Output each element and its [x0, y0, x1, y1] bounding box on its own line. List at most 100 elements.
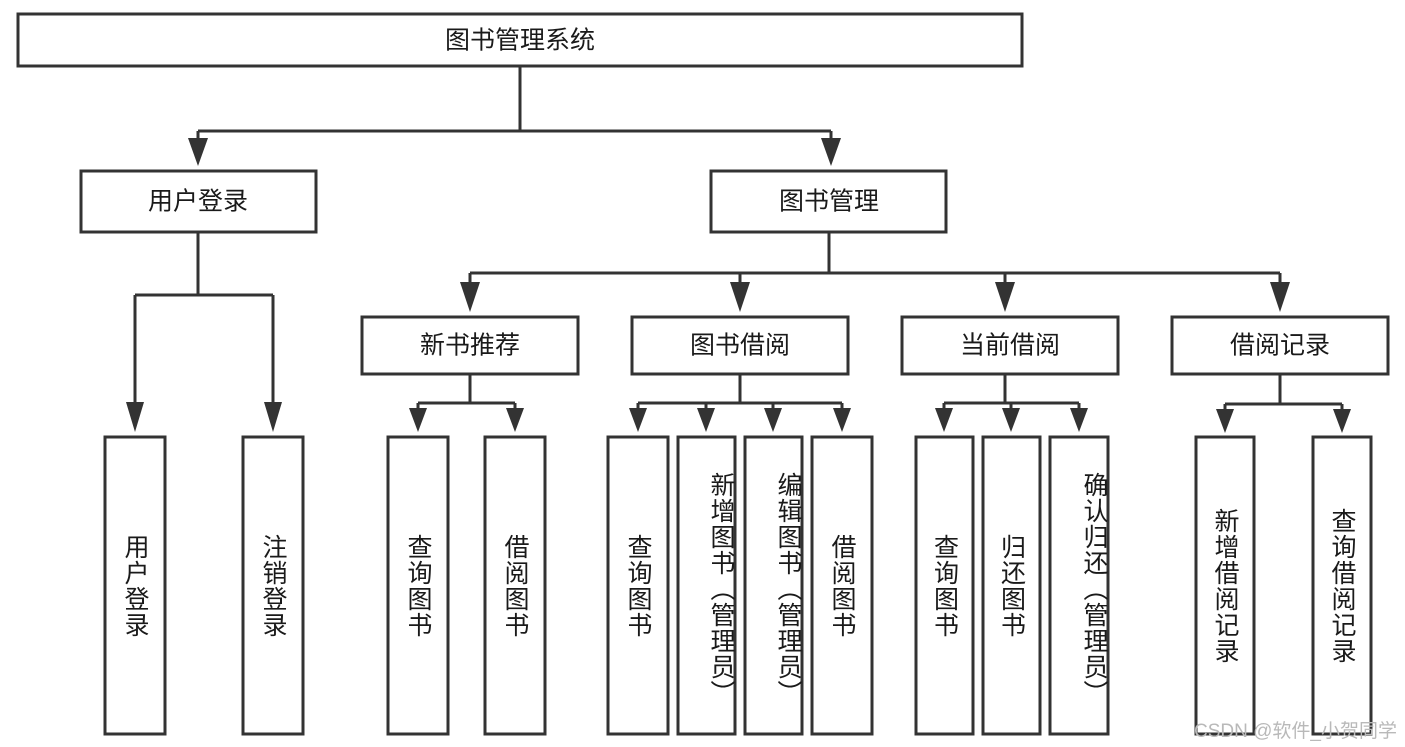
- node-label-leaf-query-book-current: 查询图书: [930, 533, 959, 638]
- arrow-head-leaf-edit-book-admin: [764, 408, 782, 432]
- node-label-leaf-add-borrow-record: 新增借阅记录: [1211, 507, 1239, 664]
- label-wrap-leaf-user-login: 用户登录: [121, 533, 149, 638]
- arrow-head-leaf-confirm-return-admin: [1070, 408, 1088, 432]
- node-book-manage[interactable]: 图书管理: [709, 169, 948, 234]
- node-box-leaf-query-book-borrow[interactable]: [606, 435, 670, 736]
- node-box-current-borrow[interactable]: [900, 315, 1120, 376]
- node-label-leaf-user-login: 用户登录: [121, 533, 149, 638]
- node-label-user-login: 用户登录: [148, 188, 248, 216]
- node-leaf-return-book[interactable]: [981, 435, 1042, 736]
- arrow-head-leaf-return-book: [1002, 408, 1020, 432]
- node-box-borrow-record[interactable]: [1170, 315, 1390, 376]
- label-wrap-leaf-borrow-book: 借阅图书: [828, 533, 856, 638]
- node-leaf-add-book-admin[interactable]: [676, 435, 737, 736]
- node-box-leaf-borrow-book[interactable]: [810, 435, 874, 736]
- node-label-leaf-query-book-borrow: 查询图书: [624, 533, 652, 638]
- arrow-head-leaf-borrow-book-rec: [506, 408, 524, 432]
- node-label-leaf-return-book: 归还图书: [997, 533, 1026, 638]
- edge-group-borrow-record-to-leaves: [1216, 374, 1351, 433]
- node-leaf-add-borrow-record[interactable]: [1194, 435, 1256, 736]
- node-leaf-confirm-return-admin[interactable]: [1048, 435, 1110, 736]
- node-book-borrow[interactable]: 图书借阅: [630, 315, 850, 376]
- arrow-head-leaf-logout-login: [264, 402, 282, 432]
- node-label-leaf-query-borrow-record: 查询借阅记录: [1328, 507, 1356, 664]
- label-wrap-leaf-return-book: 归还图书: [997, 533, 1026, 638]
- node-label-leaf-add-book-admin: 新增图书（管理员）: [707, 471, 735, 706]
- arrow-head-borrow-record: [1270, 282, 1290, 312]
- node-system-root[interactable]: 图书管理系统: [16, 12, 1024, 68]
- node-label-current-borrow: 当前借阅: [960, 332, 1060, 360]
- node-label-leaf-confirm-return-admin: 确认归还（管理员）: [1080, 471, 1108, 706]
- node-box-leaf-edit-book-admin[interactable]: [743, 435, 804, 736]
- arrow-head-leaf-add-book-admin: [697, 408, 715, 432]
- arrow-head-leaf-query-book-current: [935, 408, 953, 432]
- node-box-book-borrow[interactable]: [630, 315, 850, 376]
- node-box-leaf-query-book-current[interactable]: [914, 435, 975, 736]
- label-wrap-leaf-logout-login: 注销登录: [259, 533, 287, 638]
- node-label-leaf-logout-login: 注销登录: [259, 533, 287, 638]
- label-wrap-leaf-edit-book-admin: 编辑图书（管理员）: [774, 471, 802, 706]
- arrow-head-user-login: [188, 138, 208, 166]
- arrow-head-leaf-query-book-borrow: [629, 408, 647, 432]
- edge-group-user-login-to-leaves: [126, 232, 282, 432]
- label-wrap-leaf-borrow-book-rec: 借阅图书: [501, 533, 529, 638]
- node-leaf-borrow-book-rec[interactable]: [483, 435, 547, 736]
- node-box-leaf-query-book-rec[interactable]: [386, 435, 450, 736]
- label-wrap-leaf-query-book-current: 查询图书: [930, 533, 959, 638]
- node-leaf-user-login[interactable]: [103, 435, 167, 736]
- node-leaf-query-book-current[interactable]: [914, 435, 975, 736]
- node-leaf-query-book-borrow[interactable]: [606, 435, 670, 736]
- node-label-book-borrow: 图书借阅: [690, 332, 790, 360]
- arrow-head-leaf-query-book-rec: [409, 408, 427, 432]
- label-wrap-leaf-confirm-return-admin: 确认归还（管理员）: [1080, 471, 1108, 706]
- arrow-head-leaf-query-borrow-record: [1333, 409, 1351, 433]
- node-leaf-borrow-book[interactable]: [810, 435, 874, 736]
- node-label-system-root: 图书管理系统: [445, 27, 595, 55]
- node-box-system-root[interactable]: [16, 12, 1024, 68]
- arrow-head-leaf-add-borrow-record: [1216, 409, 1234, 433]
- node-box-user-login[interactable]: [79, 169, 318, 234]
- node-box-leaf-add-book-admin[interactable]: [676, 435, 737, 736]
- node-box-leaf-return-book[interactable]: [981, 435, 1042, 736]
- arrow-head-current-borrow: [995, 282, 1015, 312]
- node-label-leaf-edit-book-admin: 编辑图书（管理员）: [774, 471, 802, 706]
- label-wrap-leaf-add-borrow-record: 新增借阅记录: [1211, 507, 1239, 664]
- node-box-leaf-borrow-book-rec[interactable]: [483, 435, 547, 736]
- node-box-leaf-add-borrow-record[interactable]: [1194, 435, 1256, 736]
- csdn-watermark: CSDN @软件_小贺同学: [1194, 721, 1397, 742]
- edge-group-new-book-recommend-to-leaves: [409, 374, 524, 432]
- node-borrow-record[interactable]: 借阅记录: [1170, 315, 1390, 376]
- label-wrap-leaf-query-book-borrow: 查询图书: [624, 533, 652, 638]
- edge-group-book-borrow-to-leaves: [629, 374, 851, 432]
- node-leaf-edit-book-admin[interactable]: [743, 435, 804, 736]
- node-leaf-query-book-rec[interactable]: [386, 435, 450, 736]
- node-label-leaf-borrow-book-rec: 借阅图书: [501, 533, 529, 638]
- arrow-head-book-borrow: [730, 282, 750, 312]
- arrow-head-leaf-borrow-book: [833, 408, 851, 432]
- node-box-leaf-query-borrow-record[interactable]: [1311, 435, 1373, 736]
- node-leaf-logout-login[interactable]: [241, 435, 305, 736]
- node-box-leaf-user-login[interactable]: [103, 435, 167, 736]
- label-wrap-leaf-add-book-admin: 新增图书（管理员）: [707, 471, 735, 706]
- label-wrap-leaf-query-borrow-record: 查询借阅记录: [1328, 507, 1356, 664]
- node-label-leaf-borrow-book: 借阅图书: [828, 533, 856, 638]
- node-label-leaf-query-book-rec: 查询图书: [404, 533, 432, 638]
- node-box-new-book-recommend[interactable]: [360, 315, 580, 376]
- node-new-book-recommend[interactable]: 新书推荐: [360, 315, 580, 376]
- node-leaf-query-borrow-record[interactable]: [1311, 435, 1373, 736]
- node-box-leaf-confirm-return-admin[interactable]: [1048, 435, 1110, 736]
- arrow-head-leaf-user-login: [126, 402, 144, 432]
- node-label-borrow-record: 借阅记录: [1230, 332, 1330, 360]
- arrow-head-book-manage: [821, 138, 841, 166]
- node-label-book-manage: 图书管理: [779, 188, 879, 216]
- edge-group-book-manage-to-submodules: [460, 232, 1290, 312]
- node-box-leaf-logout-login[interactable]: [241, 435, 305, 736]
- node-current-borrow[interactable]: 当前借阅: [900, 315, 1120, 376]
- node-box-book-manage[interactable]: [709, 169, 948, 234]
- node-user-login[interactable]: 用户登录: [79, 169, 318, 234]
- arrow-head-new-book-recommend: [460, 282, 480, 312]
- label-wrap-leaf-query-book-rec: 查询图书: [404, 533, 432, 638]
- node-label-new-book-recommend: 新书推荐: [420, 332, 520, 360]
